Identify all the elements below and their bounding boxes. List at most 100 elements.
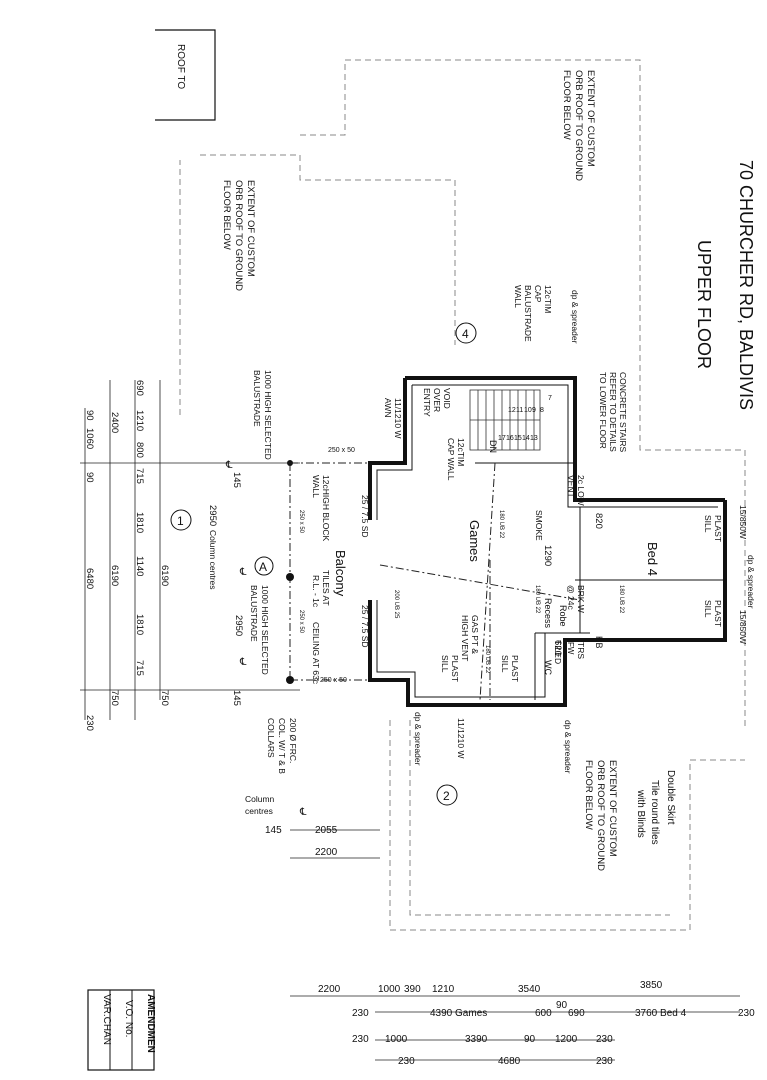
roof-box: ROOF TO — [155, 29, 216, 121]
dim: 2400 — [109, 412, 120, 433]
dim: 715 — [134, 468, 145, 484]
note-concrete-stairs: CONCRETE STAIRS — [618, 372, 628, 452]
dim: 230 — [352, 1008, 369, 1019]
column-dot — [286, 573, 294, 581]
note-plast-sill: PLAST — [510, 655, 520, 682]
note-balustrade-1000: BALUSTRADE — [252, 370, 262, 427]
handwritten-floor: UPPER FLOOR — [694, 240, 714, 369]
note-balustrade-1000b: BALUSTRADE — [249, 585, 259, 642]
dim: 820 — [593, 513, 604, 529]
dim: 2950 — [233, 615, 244, 636]
extent-right: EXTENT OF CUSTOM — [607, 760, 618, 857]
note-column-centres: Column — [245, 794, 275, 804]
dim: 6190 — [159, 565, 170, 586]
dim: 800 — [134, 442, 145, 458]
dim: 1210 — [432, 984, 455, 995]
room-robe: Robe — [558, 605, 568, 627]
note-plast-sill: PLAST — [450, 655, 460, 682]
dim: 390 — [404, 984, 421, 995]
dim: 90 — [556, 1000, 568, 1011]
handwritten-note: Double Skirt — [665, 770, 676, 825]
section-markers: 4 1 2 A — [170, 322, 477, 806]
extent-top: EXTENT OF CUSTOM — [585, 70, 596, 167]
dim: 145 — [231, 690, 242, 706]
dim: 1200 — [555, 1034, 578, 1045]
note-ub: 180 UB 22 — [534, 585, 540, 614]
dim: 2200 — [318, 984, 341, 995]
dim: 1210 — [134, 410, 145, 431]
stair-number: 13 — [530, 435, 538, 442]
marker-4: 4 — [462, 327, 469, 341]
room-dn: DN — [488, 440, 498, 453]
note-beam: 250 x 50 — [320, 677, 347, 684]
note-plast-sill: PLAST — [713, 600, 723, 627]
dim: 3540 — [518, 984, 541, 995]
title-block: AMENDMEN V.O. No. VAR.CHAN — [87, 989, 156, 1071]
beam-lines — [289, 462, 581, 701]
roof-box-label: ROOF TO — [175, 44, 186, 89]
walls-inner — [376, 384, 725, 700]
dim: 690 — [134, 380, 145, 396]
note-brk: BRK W — [576, 585, 586, 613]
stair-number: 9 — [532, 407, 536, 414]
dim: 1000 — [385, 1034, 408, 1045]
dim: 1810 — [134, 512, 145, 533]
note-tiles: TILES AT — [321, 570, 331, 606]
handwritten-note: Tile round tiles — [649, 780, 660, 845]
extent-right: ORB ROOF TO GROUND — [595, 760, 606, 871]
dim: 1000 — [378, 984, 401, 995]
dim: 2950 — [207, 505, 218, 526]
note-window-1210: 11/1210 W — [456, 718, 466, 758]
centre-line-mark: ℄ — [299, 807, 307, 818]
dim: 3850 — [640, 980, 663, 991]
note-column-centres-top: Column centres — [208, 530, 218, 590]
note-gas: HIGH VENT — [460, 615, 470, 661]
dim: 230 — [352, 1034, 369, 1045]
note-window-850: 15/850W — [738, 610, 748, 644]
room-games: Games — [467, 520, 482, 562]
extent-left: ORB ROOF TO GROUND — [233, 180, 244, 291]
note-ub: 180 UB 22 — [498, 510, 504, 539]
dim: 230 — [398, 1056, 415, 1067]
extent-left: EXTENT OF CUSTOM — [245, 180, 256, 277]
note-brk: @ 24c — [566, 585, 576, 610]
note-beam: 250 x 50 — [298, 510, 304, 534]
stair-number: 15 — [514, 435, 522, 442]
dim: 90 — [524, 1034, 536, 1045]
title-vo-no: V.O. No. — [123, 1000, 134, 1037]
handwritten-title: 70 CHURCHER RD, BALDIVIS UPPER FLOOR Dou… — [635, 160, 756, 845]
note-ub: 200 UB 25 — [393, 590, 399, 619]
dim: 1060 — [84, 428, 95, 449]
dim: 1290 — [542, 545, 553, 566]
note-frc: COL. W/ T & B — [277, 718, 287, 774]
extent-right: FLOOR BELOW — [583, 760, 594, 830]
extent-top: FLOOR BELOW — [561, 70, 572, 140]
note-concrete-stairs: TO LOWER FLOOR — [598, 372, 608, 449]
note-frc: 200 Ø FRC. — [288, 718, 298, 763]
dim: 90 — [84, 472, 95, 483]
stair-number: 14 — [522, 435, 530, 442]
note-block-wall: WALL — [311, 475, 321, 498]
handwritten-address: 70 CHURCHER RD, BALDIVIS — [736, 160, 756, 410]
note-balustrade-1000b: 1000 HIGH SELECTED — [260, 585, 270, 675]
dim: 230 — [738, 1008, 755, 1019]
dim: 3390 — [465, 1034, 488, 1045]
room-hb: HB — [594, 636, 604, 649]
dim: 3760 Bed 4 — [635, 1008, 687, 1019]
note-balustrade-cap: 12cTIM — [543, 285, 553, 313]
dimension-lines — [80, 380, 740, 1061]
note-plast-sill: SILL — [440, 655, 450, 673]
note-ub: 180 UB 22 — [484, 645, 490, 674]
room-wc: WC — [543, 660, 553, 675]
dim: 145 — [265, 825, 282, 836]
centre-line-mark: ℄ — [239, 657, 247, 668]
dim: 750 — [109, 690, 120, 706]
note-void: OVER — [432, 388, 442, 412]
dim: 690 — [568, 1008, 585, 1019]
extent-left: FLOOR BELOW — [221, 180, 232, 250]
dim: 6480 — [84, 568, 95, 589]
column-dot — [286, 676, 294, 684]
note-window-850: 15/850W — [738, 505, 748, 539]
dim: 4680 — [498, 1056, 521, 1067]
